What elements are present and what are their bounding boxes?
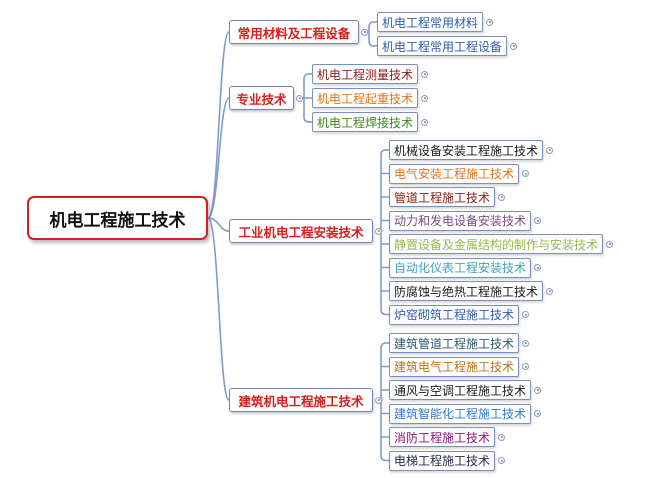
leaf-node[interactable]: 炉窑砌筑工程施工技术	[389, 304, 520, 325]
leaf-label: 电气安装工程施工技术	[394, 167, 515, 181]
expand-toggle-icon[interactable]	[534, 386, 542, 394]
leaf-label: 管道工程施工技术	[394, 190, 491, 205]
expand-toggle-icon[interactable]	[522, 363, 530, 370]
leaf-label: 炉窑砌筑工程施工技术	[394, 308, 515, 322]
leaf-node[interactable]: 机电工程焊接技术	[312, 112, 419, 132]
leaf-label: 机电工程常用材料	[382, 15, 479, 30]
leaf-node[interactable]: 静置设备及金属结构的制作与安装技术	[389, 234, 604, 254]
leaf-label: 消防工程施工技术	[394, 430, 491, 445]
leaf-label: 静置设备及金属结构的制作与安装技术	[394, 237, 599, 252]
leaf-node[interactable]: 消防工程施工技术	[389, 427, 496, 447]
collapse-toggle-icon[interactable]	[375, 227, 382, 235]
collapse-toggle-icon[interactable]	[361, 28, 368, 36]
expand-toggle-icon[interactable]	[522, 170, 530, 177]
connector-line	[368, 21, 375, 47]
leaf-node[interactable]: 建筑电气工程施工技术	[389, 356, 520, 377]
root-topic-label: 机电工程施工技术	[49, 210, 186, 231]
category-label: 工业机电工程安装技术	[238, 224, 364, 240]
category-node[interactable]: 专业技术	[229, 86, 294, 110]
expand-toggle-icon[interactable]	[498, 433, 506, 441]
leaf-label: 自动化仪表工程安装技术	[394, 261, 527, 275]
leaf-node[interactable]: 机电工程常用工程设备	[377, 36, 508, 56]
leaf-label: 建筑管道工程施工技术	[394, 336, 515, 351]
category-label: 专业技术	[236, 91, 287, 107]
expand-toggle-icon[interactable]	[522, 311, 530, 318]
leaf-node[interactable]: 机电工程测量技术	[312, 64, 419, 84]
connector-line	[207, 217, 230, 232]
leaf-node[interactable]: 管道工程施工技术	[389, 187, 496, 207]
leaf-node[interactable]: 电梯工程施工技术	[389, 450, 496, 471]
expand-toggle-icon[interactable]	[522, 339, 530, 347]
expand-toggle-icon[interactable]	[486, 18, 494, 26]
category-node[interactable]: 工业机电工程安装技术	[229, 219, 373, 243]
expand-toggle-icon[interactable]	[534, 217, 542, 224]
category-node[interactable]: 建筑机电工程施工技术	[229, 388, 373, 412]
expand-toggle-icon[interactable]	[606, 240, 614, 248]
leaf-node[interactable]: 自动化仪表工程安装技术	[389, 257, 532, 278]
leaf-node[interactable]: 防腐蚀与绝热工程施工技术	[389, 281, 544, 301]
leaf-label: 机电工程起重技术	[317, 91, 414, 106]
leaf-label: 建筑电气工程施工技术	[394, 360, 515, 374]
leaf-label: 电梯工程施工技术	[394, 454, 491, 468]
collapse-toggle-icon[interactable]	[375, 396, 382, 404]
leaf-node[interactable]: 建筑管道工程施工技术	[389, 333, 520, 353]
expand-toggle-icon[interactable]	[546, 146, 554, 154]
expand-toggle-icon[interactable]	[546, 287, 554, 295]
leaf-label: 机械设备安装工程施工技术	[394, 143, 539, 158]
leaf-node[interactable]: 机电工程起重技术	[312, 88, 419, 108]
leaf-node[interactable]: 动力和发电设备安装技术	[389, 210, 532, 231]
expand-toggle-icon[interactable]	[421, 94, 429, 102]
category-label: 常用材料及工程设备	[237, 25, 351, 41]
collapse-toggle-icon[interactable]	[296, 94, 303, 102]
connector-line	[207, 97, 230, 219]
leaf-node[interactable]: 电气安装工程施工技术	[389, 163, 520, 184]
leaf-node[interactable]: 通风与空调工程施工技术	[389, 380, 532, 400]
expand-toggle-icon[interactable]	[534, 410, 542, 417]
leaf-node[interactable]: 建筑智能化工程施工技术	[389, 403, 532, 424]
leaf-label: 机电工程测量技术	[317, 67, 414, 82]
leaf-node[interactable]: 机电工程常用材料	[377, 12, 484, 32]
leaf-label: 机电工程焊接技术	[317, 115, 414, 130]
leaf-label: 通风与空调工程施工技术	[394, 383, 527, 398]
category-node[interactable]: 常用材料及工程设备	[229, 20, 359, 44]
expand-toggle-icon[interactable]	[498, 457, 506, 464]
expand-toggle-icon[interactable]	[421, 118, 429, 126]
root-topic[interactable]: 机电工程施工技术	[27, 196, 208, 240]
expand-toggle-icon[interactable]	[421, 70, 429, 78]
connector-line	[207, 217, 230, 401]
category-label: 建筑机电工程施工技术	[238, 393, 364, 409]
leaf-label: 动力和发电设备安装技术	[394, 214, 527, 228]
expand-toggle-icon[interactable]	[498, 193, 506, 201]
leaf-node[interactable]: 机械设备安装工程施工技术	[389, 140, 544, 160]
leaf-label: 建筑智能化工程施工技术	[394, 407, 527, 421]
expand-toggle-icon[interactable]	[534, 264, 542, 271]
leaf-label: 防腐蚀与绝热工程施工技术	[394, 284, 539, 299]
expand-toggle-icon[interactable]	[510, 42, 518, 50]
connector-line	[207, 31, 230, 219]
leaf-label: 机电工程常用工程设备	[382, 39, 503, 54]
